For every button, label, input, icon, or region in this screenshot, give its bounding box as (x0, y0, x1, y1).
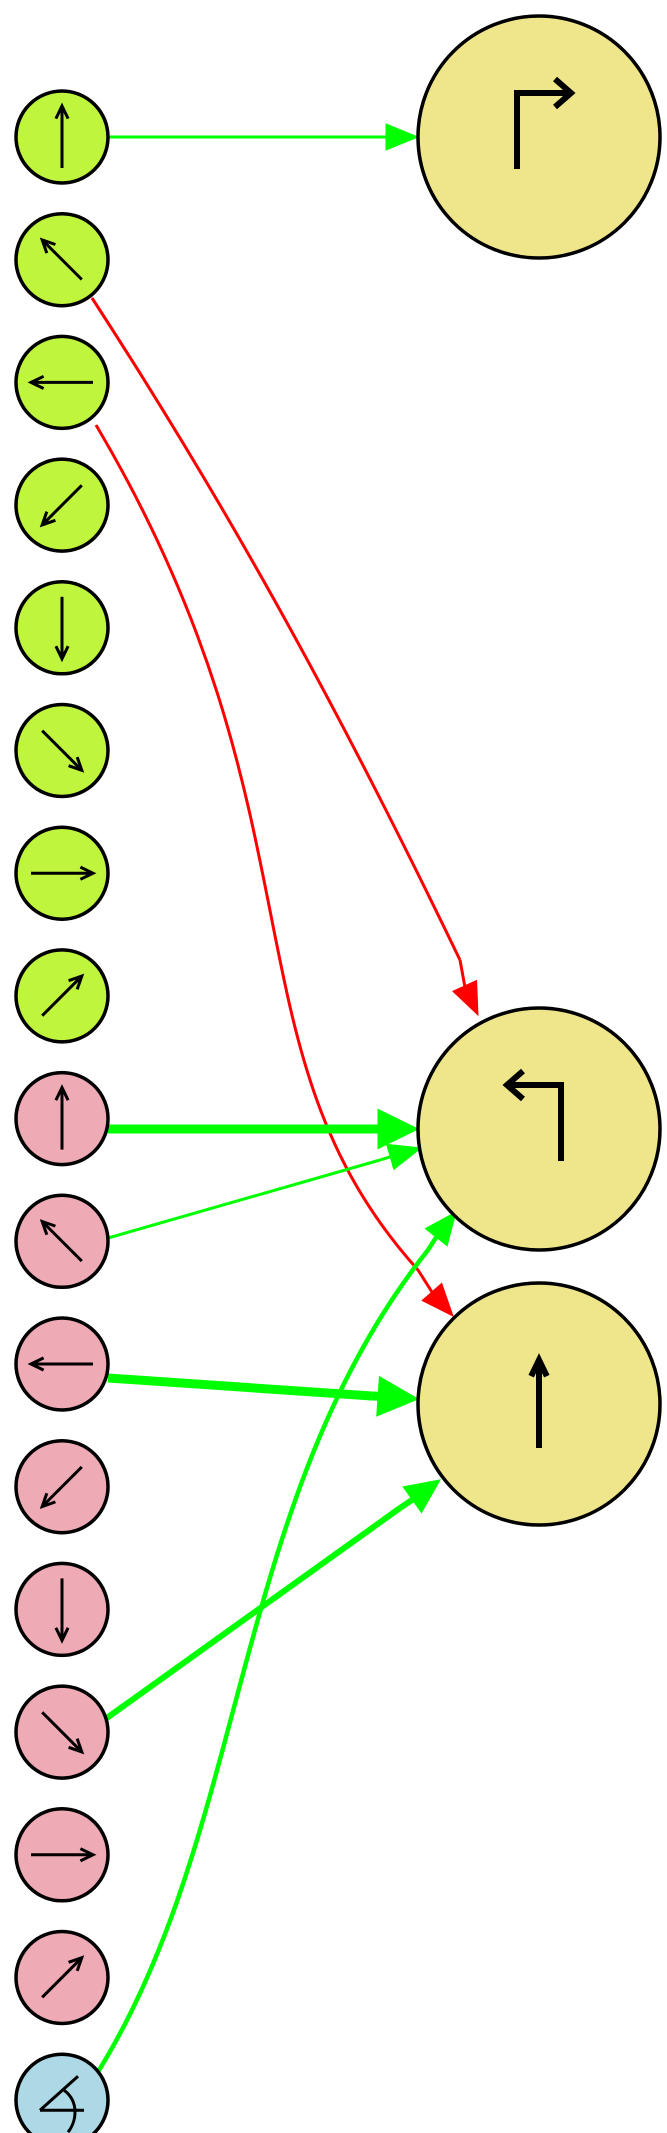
edge-angle-to-out-turn-left (94, 1211, 457, 2077)
arrowhead (385, 123, 420, 151)
arrowhead (421, 1282, 454, 1317)
node-in-ne (14, 948, 110, 1044)
edge-in-w-to-out-forward (94, 424, 454, 1317)
arrow-up-right-icon (41, 1955, 85, 1999)
node-in-w (14, 334, 110, 431)
node-in-se (14, 702, 110, 799)
edges-layer (90, 123, 479, 2077)
arrowhead (402, 1479, 441, 1514)
node-out-turn-left (416, 1006, 662, 1252)
node-turn-nw (14, 1193, 110, 1290)
node-in-nw (14, 211, 110, 308)
node-turn-sw (14, 1438, 110, 1535)
arrow-up-icon (528, 1353, 550, 1448)
arrow-down-left-icon (39, 1465, 83, 1509)
arrowhead (376, 1375, 420, 1417)
node-out-forward (416, 1281, 662, 1527)
arrow-up-left-icon (39, 237, 83, 281)
arrow-down-left-icon (39, 484, 83, 528)
arrow-left-icon (27, 374, 93, 390)
edge-in-n-to-out-turn-right (108, 123, 420, 151)
arrow-right-icon (31, 865, 97, 881)
arrow-right-icon (31, 1847, 97, 1863)
arrow-down-right-icon (41, 1711, 85, 1755)
node-out-turn-right (416, 14, 662, 260)
turn-left-icon (502, 1068, 564, 1161)
edge-turn-se-to-out-forward (102, 1479, 441, 1723)
arrow-up-left-icon (39, 1219, 83, 1263)
node-in-sw (14, 457, 110, 553)
arrowhead (424, 1211, 457, 1247)
arrow-down-icon (54, 1578, 70, 1644)
node-in-n (14, 89, 110, 185)
arrowhead (452, 979, 479, 1017)
edge-turn-n-to-out-turn-left (108, 1108, 420, 1150)
turn-right-icon (514, 76, 576, 169)
node-in-e (14, 825, 110, 921)
node-turn-n (14, 1070, 110, 1167)
node-angle (14, 2052, 110, 2133)
node-in-s (14, 580, 110, 676)
arrow-down-icon (54, 596, 70, 663)
node-turn-s (14, 1561, 110, 1658)
edge-turn-w-to-out-forward (107, 1373, 420, 1417)
node-turn-ne (14, 1929, 110, 2026)
node-turn-w (14, 1316, 110, 1412)
edge-turn-nw-to-out-turn-left (107, 1143, 423, 1240)
node-turn-se (14, 1684, 110, 1780)
arrowhead (377, 1108, 420, 1150)
arrow-left-icon (27, 1356, 93, 1372)
edge-in-nw-to-out-turn-left (90, 297, 479, 1017)
arrowhead (385, 1143, 423, 1171)
arrow-up-right-icon (41, 973, 85, 1017)
arrow-up-icon (54, 102, 70, 168)
arrow-down-right-icon (41, 729, 85, 773)
node-turn-e (14, 1807, 110, 1903)
arrow-up-icon (54, 1084, 70, 1150)
angle-icon (38, 2075, 84, 2133)
nodes-layer (14, 14, 662, 2133)
